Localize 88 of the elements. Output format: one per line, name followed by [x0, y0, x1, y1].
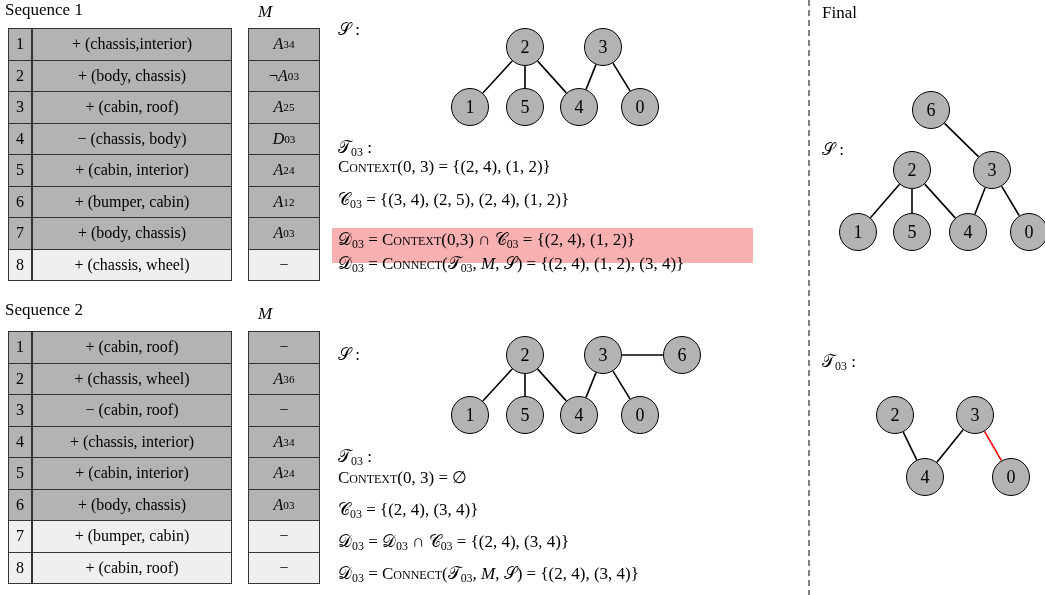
tree-node-circle: 0	[621, 88, 659, 126]
table-cell: + (cabin, interior)	[32, 154, 232, 187]
tree-edge	[974, 186, 986, 216]
tree-edge	[585, 371, 597, 399]
equation: 𝒟$_{03}$ = Context(0,3) ∩ 𝒞$_{03}$ = {(2, 4), (1, 2)}	[338, 230, 636, 250]
table-title: Sequence 1	[5, 0, 83, 20]
tree-node-circle: 5	[506, 396, 544, 434]
equation: Context(0, 3) = {(2, 4), (1, 2)}	[338, 157, 551, 177]
table-cell: 8	[8, 551, 32, 584]
table-cell: 1	[8, 28, 32, 61]
table-cell: 7	[8, 217, 32, 250]
tree-edge	[585, 63, 597, 91]
tree-node-circle: 6	[912, 91, 950, 129]
table-cell: + (cabin, roof)	[32, 551, 232, 584]
tree-edge	[612, 62, 631, 92]
tree-node-circle: 4	[949, 213, 987, 251]
tree-edge	[911, 188, 913, 214]
tree-edge	[983, 430, 1003, 462]
table-cell: 3	[8, 91, 32, 124]
table-cell: 7	[8, 520, 32, 553]
tree-node-circle: 5	[893, 213, 931, 251]
tree-edge	[482, 368, 513, 402]
equation: 𝒟$_{03}$ = Connect(𝒯$_{03}$, M, 𝒮) = {(2, 4), (1, 2), (3, 4)}	[338, 254, 685, 274]
table-cell: −	[248, 331, 320, 364]
table-cell: + (chassis,interior)	[32, 28, 232, 61]
tree-edge	[536, 60, 568, 94]
table-cell: 3	[8, 394, 32, 427]
tree-edge	[621, 354, 664, 356]
table-cell: + (bumper, cabin)	[32, 520, 232, 553]
tree-node-circle: 4	[560, 396, 598, 434]
equation: Context(0, 3) = ∅	[338, 468, 468, 488]
column-heading: M	[258, 2, 273, 22]
tree-node-circle: 2	[876, 396, 914, 434]
table-cell: + (cabin, interior)	[32, 457, 232, 490]
column-heading: M	[258, 304, 273, 324]
tree-edge	[482, 60, 513, 94]
tree-node-circle: 2	[893, 151, 931, 189]
tree-edge	[936, 429, 964, 463]
table-cell: 5	[8, 154, 32, 187]
math-label: 𝒮 :	[822, 140, 844, 160]
tree-edge	[536, 368, 568, 402]
table-cell: −	[248, 394, 320, 427]
math-label: 𝒯$_{03}$ :	[338, 447, 372, 467]
equation: 𝒟$_{03}$ = Connect(𝒯$_{03}$, M, 𝒮) = {(2, 4), (3, 4)}	[338, 564, 639, 584]
table-title: Sequence 2	[5, 300, 83, 320]
tree-node-circle: 6	[663, 336, 701, 374]
tree-edge	[902, 431, 918, 461]
table-cell: + (cabin, roof)	[32, 91, 232, 124]
tree-edge	[1000, 185, 1021, 217]
table-cell: 8	[8, 248, 32, 281]
tree-node-circle: 3	[956, 396, 994, 434]
table-cell: + (body, chassis)	[32, 217, 232, 250]
math-label: 𝒯$_{03}$ :	[338, 138, 372, 158]
panel-title: Final	[822, 3, 857, 23]
tree-node-circle: 1	[451, 396, 489, 434]
tree-edge	[524, 65, 526, 89]
math-label: 𝒯$_{03}$ :	[822, 352, 856, 372]
tree-node-circle: 5	[506, 88, 544, 126]
table-cell: − (cabin, roof)	[32, 394, 232, 427]
tree-node-circle: 1	[839, 213, 877, 251]
equation: 𝒞$_{03}$ = {(2, 4), (3, 4)}	[338, 500, 479, 520]
table-cell: + (cabin, roof)	[32, 331, 232, 364]
table-cell: 1	[8, 331, 32, 364]
tree-node-circle: 2	[506, 336, 544, 374]
tree-edge	[524, 373, 526, 397]
tree-node-circle: 0	[621, 396, 659, 434]
tree-node-circle: 3	[584, 28, 622, 66]
tree-edge	[612, 370, 631, 400]
table-cell: 5	[8, 457, 32, 490]
math-label: 𝒮 :	[338, 345, 360, 365]
math-label: 𝒮 :	[338, 20, 360, 40]
tree-node-circle: 0	[1010, 213, 1045, 251]
tree-node-circle: 3	[973, 151, 1011, 189]
tree-node-circle: 3	[584, 336, 622, 374]
equation: 𝒟$_{03}$ = 𝒟$_{03}$ ∩ 𝒞$_{03}$ = {(2, 4), (3, 4)}	[338, 532, 570, 552]
tree-node-circle: 4	[906, 458, 944, 496]
table-cell: −	[248, 551, 320, 584]
table-cell: −	[248, 248, 320, 281]
tree-node-circle: 0	[992, 458, 1030, 496]
table-cell: −	[248, 520, 320, 553]
tree-edge	[943, 122, 980, 158]
tree-node-circle: 2	[506, 28, 544, 66]
tree-node-circle: 1	[451, 88, 489, 126]
tree-node-circle: 4	[560, 88, 598, 126]
tree-edge	[923, 183, 957, 219]
table-cell: + (chassis, wheel)	[32, 248, 232, 281]
equation: 𝒞$_{03}$ = {(3, 4), (2, 5), (2, 4), (1, 2)}	[338, 190, 570, 210]
tree-edge	[869, 183, 901, 219]
